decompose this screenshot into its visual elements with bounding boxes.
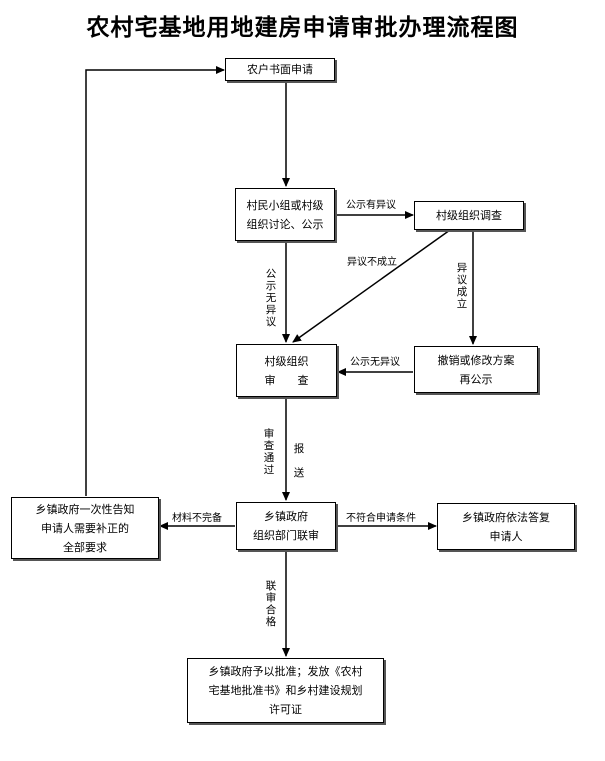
edge-label-joint-passed: 联审合格	[265, 580, 277, 628]
reply-box: 乡镇政府依法答复 申请人	[437, 503, 575, 550]
edge-label-no-objection: 公示无异议	[265, 268, 277, 328]
discuss-label: 村民小组或村级 组织讨论、公示	[246, 198, 324, 231]
edge-label-not-qualified: 不符合申请条件	[346, 513, 416, 524]
approve-box: 乡镇政府予以批准；发放《农村 宅基地批准书》和乡村建设规划 许可证	[187, 658, 384, 723]
edge-label-objection-invalid: 异议不成立	[347, 257, 397, 268]
arrow-inform-to-apply	[85, 66, 225, 496]
inform-box: 乡镇政府一次性告知 申请人需要补正的 全部要求	[11, 497, 159, 559]
edge-label-incomplete: 材料不完备	[172, 513, 222, 524]
edge-label-objection: 公示有异议	[346, 200, 396, 211]
revise-label: 撤销或修改方案 再公示	[437, 353, 515, 386]
revise-box: 撤销或修改方案 再公示	[414, 346, 538, 393]
approve-label: 乡镇政府予以批准；发放《农村 宅基地批准书》和乡村建设规划 许可证	[208, 665, 363, 716]
review-box: 村级组织 审 查	[236, 344, 337, 397]
inform-label: 乡镇政府一次性告知 申请人需要补正的 全部要求	[35, 502, 135, 554]
joint-review-box: 乡镇政府 组织部门联审	[236, 502, 336, 550]
page-title: 农村宅基地用地建房申请审批办理流程图	[86, 15, 519, 41]
edge-label-passed: 审查通过	[263, 428, 275, 476]
apply-label: 农户书面申请	[247, 63, 313, 76]
reply-label: 乡镇政府依法答复 申请人	[462, 510, 550, 543]
review-label: 村级组织 审 查	[264, 354, 309, 387]
joint-review-label: 乡镇政府 组织部门联审	[253, 510, 319, 542]
edge-label-objection-valid: 异议成立	[456, 262, 468, 310]
edge-label-revise-no-objection: 公示无异议	[350, 357, 400, 368]
apply-box: 农户书面申请	[225, 58, 335, 81]
arrow-investigate-to-review	[292, 229, 451, 343]
investigate-label: 村级组织调查	[436, 209, 502, 222]
edge-label-report: 报送	[293, 443, 305, 479]
discuss-box: 村民小组或村级 组织讨论、公示	[235, 188, 335, 241]
investigate-box: 村级组织调查	[414, 201, 524, 230]
